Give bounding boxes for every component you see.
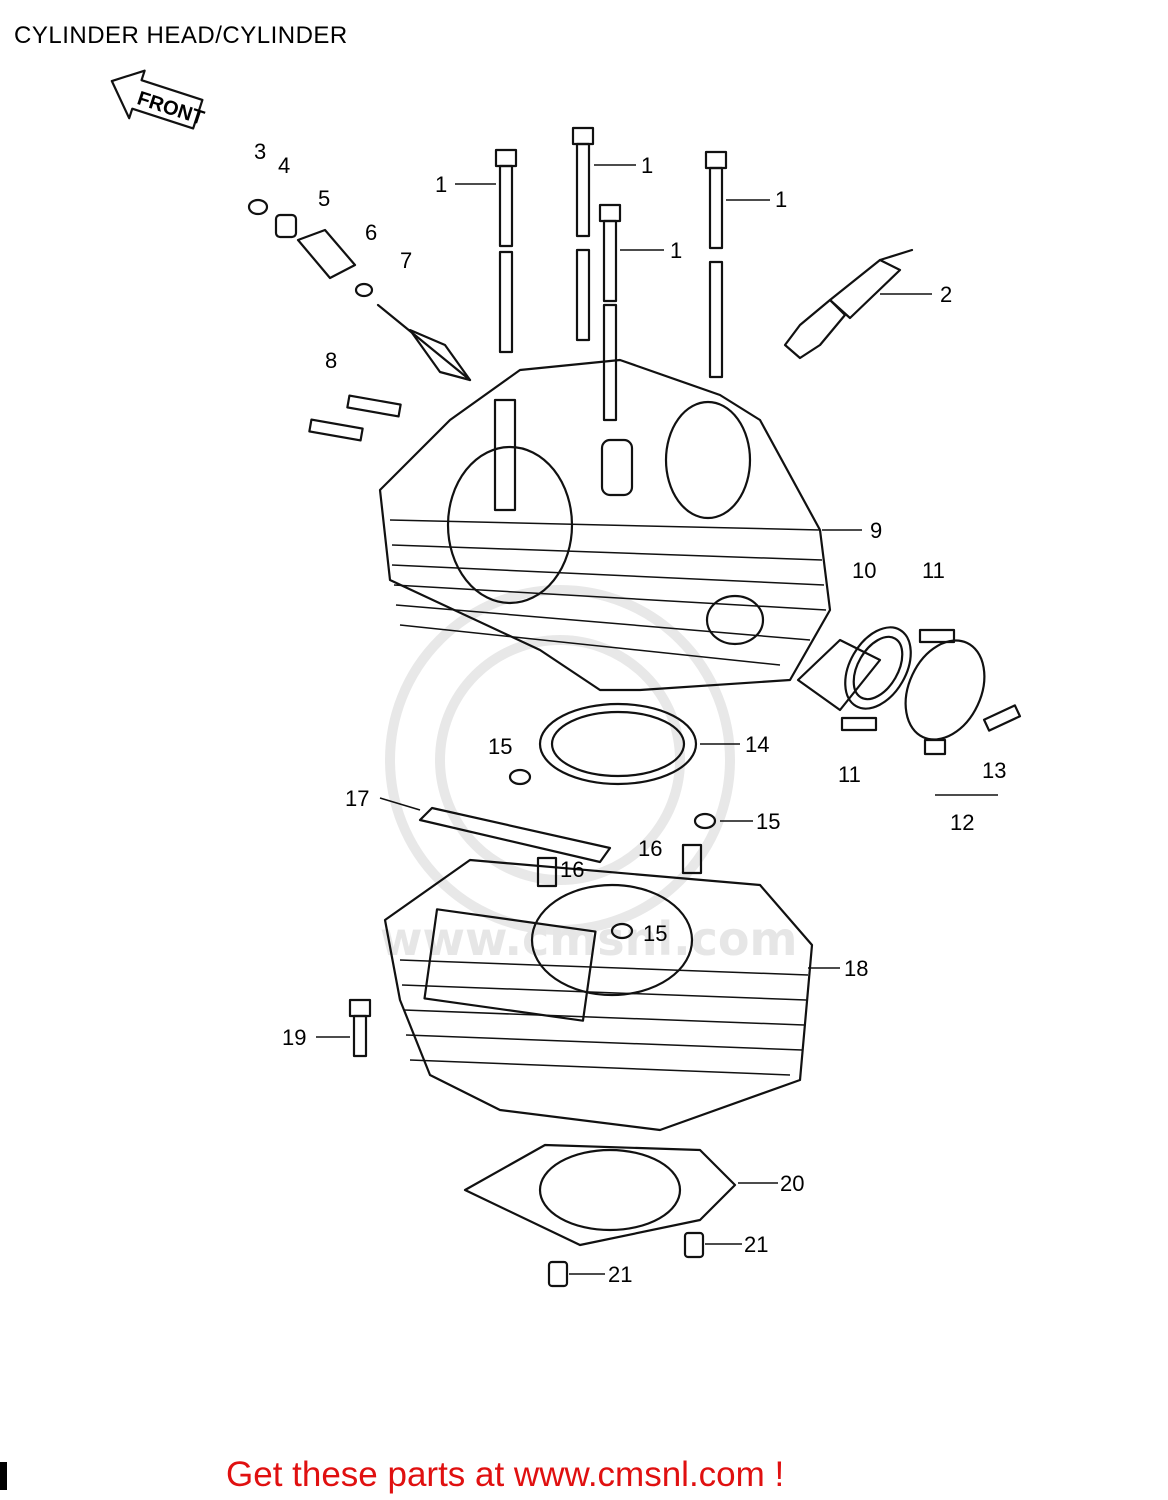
callout-labels: 1 1 1 1 2 3 4 5 6 7 8 9 10 11 11 12 13 1… <box>254 139 1006 1287</box>
callout-7: 7 <box>400 248 412 273</box>
spark-plug-icon <box>783 248 914 360</box>
small-parts-icon <box>247 198 472 382</box>
callout-15a: 15 <box>488 734 512 759</box>
callout-16b: 16 <box>560 857 584 882</box>
callout-8: 8 <box>325 348 337 373</box>
head-bolt-4-icon <box>704 150 728 379</box>
leader-lines <box>316 164 998 1275</box>
head-bolt-3-icon <box>598 203 622 422</box>
callout-21b: 21 <box>608 1262 632 1287</box>
head-bolt-2-icon <box>571 126 595 342</box>
callout-1a: 1 <box>435 172 447 197</box>
base-gasket-icon <box>463 1143 737 1247</box>
callout-11a: 11 <box>922 558 945 583</box>
callout-5: 5 <box>318 186 330 211</box>
cylinder-head-icon <box>378 358 832 692</box>
callout-17: 17 <box>345 786 369 811</box>
callout-15c: 15 <box>643 921 667 946</box>
clamp-icon <box>904 639 986 756</box>
callout-13: 13 <box>982 758 1006 783</box>
screws-icon <box>840 628 1022 732</box>
o-ring-icon <box>538 702 698 786</box>
callout-16a: 16 <box>638 836 662 861</box>
footer-parts-link[interactable]: Get these parts at www.cmsnl.com ! <box>226 1455 785 1494</box>
callout-9: 9 <box>870 518 882 543</box>
callout-4: 4 <box>278 153 290 178</box>
callout-15b: 15 <box>756 809 780 834</box>
washers-icon <box>508 768 717 940</box>
dowel-pins-icon <box>547 1231 705 1288</box>
cylinder-bolt-icon <box>348 998 372 1058</box>
callout-20: 20 <box>780 1171 804 1196</box>
callout-2: 2 <box>940 282 952 307</box>
callout-12: 12 <box>950 810 974 835</box>
footer-marker <box>0 1462 7 1490</box>
page-title: CYLINDER HEAD/CYLINDER <box>14 22 348 49</box>
watermark-logo: www.cmsnl.com <box>380 585 797 966</box>
callout-18: 18 <box>844 956 868 981</box>
callout-1b: 1 <box>641 153 653 178</box>
front-arrow-icon: FRONT <box>110 69 207 130</box>
head-gasket-icon <box>418 806 612 864</box>
callout-10: 10 <box>852 558 876 583</box>
head-bolt-1-icon <box>494 148 518 354</box>
callout-19: 19 <box>282 1025 306 1050</box>
callout-1d: 1 <box>775 187 787 212</box>
callout-1c: 1 <box>670 238 682 263</box>
callout-11b: 11 <box>838 762 861 787</box>
intake-pipe-icon <box>796 626 912 712</box>
svg-text:FRONT: FRONT <box>134 87 206 129</box>
svg-text:www.cmsnl.com: www.cmsnl.com <box>380 912 797 966</box>
cylinder-block-icon <box>383 843 814 1132</box>
studs-icon <box>308 394 402 442</box>
callout-3: 3 <box>254 139 266 164</box>
callout-14: 14 <box>745 732 769 757</box>
callout-21a: 21 <box>744 1232 768 1257</box>
callout-6: 6 <box>365 220 377 245</box>
